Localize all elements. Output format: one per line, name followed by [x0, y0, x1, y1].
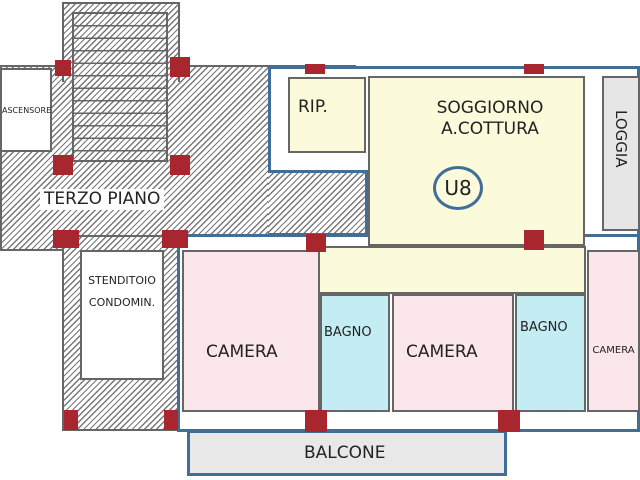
room-loggia: [602, 76, 640, 231]
label-stenditoio: STENDITOIO CONDOMIN.: [88, 274, 156, 309]
shaft: [268, 170, 368, 236]
pillar: [170, 57, 190, 77]
room-corridor: [318, 246, 586, 294]
room-soggiorno: [368, 76, 585, 246]
label-ascensore: ASCENSORE: [2, 106, 52, 115]
pillar: [55, 60, 71, 76]
label-bagno-2: BAGNO: [520, 320, 568, 335]
label-bagno-1: BAGNO: [324, 325, 372, 340]
pillar: [164, 410, 178, 430]
room-camera-1: [182, 250, 320, 412]
room-bagno-1: [320, 294, 390, 412]
pillar: [524, 230, 544, 250]
room-camera-3: [587, 250, 640, 412]
pillar: [306, 234, 326, 252]
pillar: [524, 64, 544, 74]
label-camera-3: CAMERA: [592, 345, 635, 356]
pillar: [305, 410, 327, 432]
pillar: [64, 410, 78, 430]
pillar: [305, 64, 325, 74]
pillar: [53, 155, 73, 175]
unit-badge: U8: [433, 166, 483, 210]
label-camera-2: CAMERA: [406, 342, 478, 362]
ascensore-room: [0, 68, 52, 152]
pillar: [53, 230, 79, 248]
room-rip: [288, 77, 366, 153]
stair-flights: [72, 12, 168, 162]
label-loggia: LOGGIA: [612, 110, 630, 168]
pillar: [162, 230, 188, 248]
label-rip: RIP.: [298, 97, 328, 117]
room-bagno-2: [515, 294, 586, 412]
pillar: [170, 155, 190, 175]
label-camera-1: CAMERA: [206, 342, 278, 362]
pillar: [498, 410, 520, 432]
room-balcone: [187, 430, 507, 476]
label-balcone: BALCONE: [304, 443, 386, 463]
label-soggiorno: SOGGIORNO A.COTTURA: [436, 98, 544, 140]
label-terzo-piano: TERZO PIANO: [40, 189, 165, 211]
room-camera-2: [392, 294, 514, 412]
stenditoio-room: [80, 250, 164, 380]
